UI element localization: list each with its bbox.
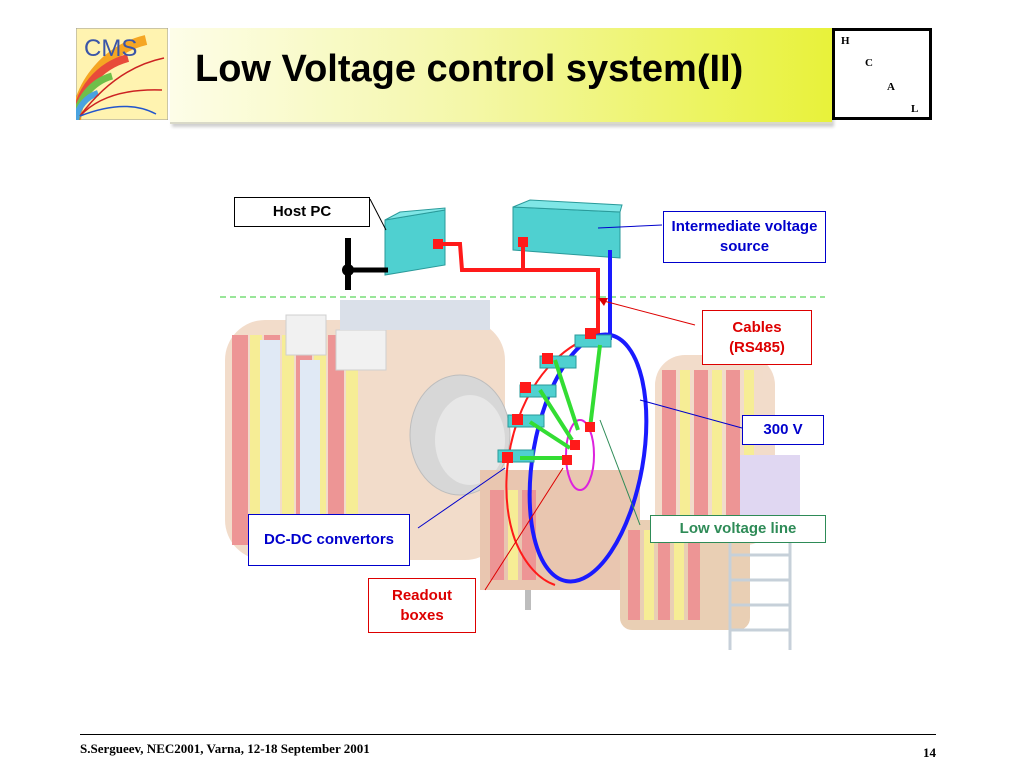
readout-boxes-label: Readout boxes: [368, 578, 476, 633]
page-number: 14: [923, 745, 936, 760]
voltage-source-leader: [597, 224, 663, 229]
footer-citation: S.Sergueev, NEC2001, Varna, 12-18 Septem…: [80, 741, 370, 756]
hcal-letter-c: C: [865, 57, 873, 69]
host-pc-box: [384, 207, 446, 276]
lv-lines: [520, 344, 602, 460]
lv-leader: [599, 419, 641, 526]
ladder: [728, 530, 792, 650]
hcal-letter-h: H: [841, 35, 850, 47]
title-band: [170, 28, 832, 124]
cable-node: [518, 237, 528, 247]
readout-leader: [484, 467, 564, 591]
logo-text: CMS: [84, 35, 137, 62]
cable-node: [433, 239, 443, 249]
hcal-box: H C A L: [832, 28, 932, 120]
cables-label: Cables (RS485): [702, 310, 812, 365]
rs485-cable: [433, 242, 600, 334]
footer-divider: [80, 734, 936, 735]
cms-logo-icon: CMS: [76, 28, 168, 120]
readout-nodes: [502, 328, 596, 465]
hcal-letter-l: L: [911, 103, 919, 115]
voltage-source-box: [512, 199, 623, 259]
slide-title: Low Voltage control system(II): [195, 48, 744, 90]
intermediate-voltage-source-label: Intermediate voltage source: [663, 211, 826, 263]
host-pc-leader: [369, 198, 387, 231]
hv-label: 300 V: [742, 415, 824, 445]
hv-leader: [639, 399, 743, 429]
hcal-letter-a: A: [887, 81, 895, 93]
cables-leader: [599, 299, 696, 326]
detector-illustration: [225, 300, 800, 650]
low-voltage-line-label: Low voltage line: [650, 515, 826, 543]
host-pc-label: Host PC: [234, 197, 370, 227]
host-pc-connector-node: [342, 264, 354, 276]
dcdc-convertors-label: DC-DC convertors: [248, 514, 410, 566]
dcdc-leader: [417, 467, 506, 529]
